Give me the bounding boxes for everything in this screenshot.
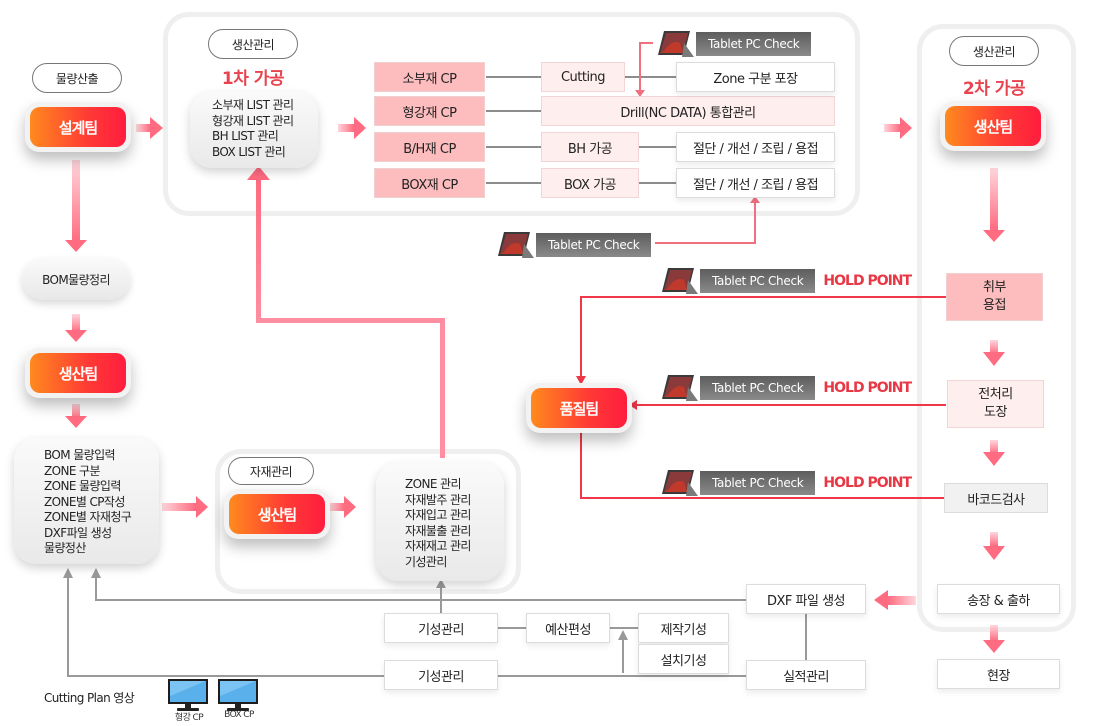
cp-small-parts[interactable]: 소부재 CP bbox=[374, 62, 485, 92]
task-item: ZONE 물량입력 bbox=[44, 479, 121, 493]
step-barcode-inspection[interactable]: 바코드검사 bbox=[944, 483, 1048, 513]
flow-arrow-stage1-to-stage2 bbox=[884, 117, 912, 139]
monitor-box[interactable]: BOX CP bbox=[216, 678, 262, 720]
task-item: 소부재 LIST 관리 bbox=[212, 98, 294, 112]
task-item: 자재발주 관리 bbox=[405, 492, 471, 507]
monitor-icon bbox=[216, 678, 260, 718]
material-tasks-node[interactable]: ZONE 관리 자재발주 관리 자재입고 관리 자재불출 관리 자재재고 관리 … bbox=[376, 463, 504, 581]
flow-arrow-bom-to-team bbox=[65, 314, 87, 342]
step-line: 취부 bbox=[983, 280, 1006, 295]
quantity-section-label: 물량산출 bbox=[32, 63, 122, 93]
monitor-icon bbox=[166, 678, 210, 718]
task-item: 기성관리 bbox=[405, 554, 447, 569]
cutting-plan-caption: Cutting Plan 영상 bbox=[44, 691, 135, 705]
process-bh[interactable]: BH 가공 bbox=[541, 132, 639, 162]
production-team-label: 생산팀 bbox=[30, 353, 126, 393]
cp-bh[interactable]: B/H재 CP bbox=[374, 132, 485, 162]
task-item: 자재재고 관리 bbox=[405, 539, 471, 553]
hold-point-label: HOLD POINT bbox=[823, 273, 912, 289]
tablet-check-label: Tablet PC Check bbox=[700, 269, 816, 293]
task-item: ZONE 관리 bbox=[405, 477, 462, 491]
flow-arrow-design-to-stage1 bbox=[136, 117, 163, 139]
flow-arrow-design-down bbox=[65, 160, 87, 252]
monitor-label: 형강 CP bbox=[174, 713, 204, 723]
performance-mgmt-node[interactable]: 실적관리 bbox=[746, 660, 866, 690]
design-team-label: 설계팀 bbox=[30, 107, 126, 147]
flow-arrow-tasks-to-material bbox=[162, 496, 208, 518]
tablet-icon bbox=[660, 266, 700, 296]
quality-team-node[interactable]: 품질팀 bbox=[526, 383, 632, 433]
result-bh-steps[interactable]: 절단 / 개선 / 조립 / 용접 bbox=[676, 132, 835, 162]
flow-arrow-team-to-tasks bbox=[65, 404, 87, 428]
dxf-generate-node[interactable]: DXF 파일 생성 bbox=[746, 584, 866, 614]
task-item: BOM 물량입력 bbox=[44, 448, 116, 462]
process-box[interactable]: BOX 가공 bbox=[541, 168, 639, 198]
installation-progress-node[interactable]: 설치기성 bbox=[638, 644, 729, 674]
step-line: 용접 bbox=[983, 298, 1006, 313]
tablet-check-label: Tablet PC Check bbox=[700, 471, 816, 495]
step-pretreat-paint[interactable]: 전처리 도장 bbox=[947, 380, 1044, 428]
tablet-icon bbox=[656, 29, 696, 59]
task-item: BH LIST 관리 bbox=[212, 129, 279, 143]
production-progress-node[interactable]: 제작기성 bbox=[638, 613, 729, 643]
task-item: 자재불출 관리 bbox=[405, 523, 471, 538]
progress-mgmt-node-2[interactable]: 기성관리 bbox=[384, 660, 498, 690]
tablet-check-label: Tablet PC Check bbox=[696, 32, 812, 56]
tablet-check-label: Tablet PC Check bbox=[536, 233, 652, 257]
result-zone-packing[interactable]: Zone 구분 포장 bbox=[676, 62, 835, 92]
quality-team-label: 품질팀 bbox=[531, 388, 627, 428]
task-item: 자재입고 관리 bbox=[405, 508, 471, 522]
stage2-section-label: 생산관리 bbox=[949, 36, 1039, 66]
stage1-heading: 1차 가공 bbox=[221, 69, 285, 89]
step-line: 도장 bbox=[984, 405, 1007, 420]
task-item: DXF파일 생성 bbox=[44, 525, 112, 540]
tablet-icon bbox=[496, 230, 536, 260]
hold-point-label: HOLD POINT bbox=[823, 380, 912, 396]
budget-node[interactable]: 예산편성 bbox=[526, 613, 610, 643]
quantity-tasks-node[interactable]: BOM 물량입력 ZONE 구분 ZONE 물량입력 ZONE별 CP작성 ZO… bbox=[14, 438, 159, 564]
task-item: 형강재 LIST 관리 bbox=[212, 113, 294, 128]
result-box-steps[interactable]: 절단 / 개선 / 조립 / 용접 bbox=[676, 168, 835, 198]
production-team-node-material[interactable]: 생산팀 bbox=[224, 489, 330, 539]
task-item: ZONE 구분 bbox=[44, 463, 101, 478]
site-node[interactable]: 현장 bbox=[937, 659, 1060, 689]
task-item: ZONE별 CP작성 bbox=[44, 494, 125, 509]
quality-check-2[interactable]: Tablet PC Check HOLD POINT bbox=[660, 373, 912, 403]
stage1-tasks-node[interactable]: 소부재 LIST 관리 형강재 LIST 관리 BH LIST 관리 BOX L… bbox=[190, 92, 318, 168]
tablet-check-bottom[interactable]: Tablet PC Check bbox=[496, 230, 652, 260]
tablet-icon bbox=[660, 373, 700, 403]
cp-box[interactable]: BOX재 CP bbox=[374, 168, 485, 198]
production-team-node-1[interactable]: 생산팀 bbox=[25, 348, 131, 398]
process-drill[interactable]: Drill(NC DATA) 통합관리 bbox=[541, 96, 835, 126]
tablet-check-top[interactable]: Tablet PC Check bbox=[656, 29, 812, 59]
monitor-label: BOX CP bbox=[224, 710, 254, 720]
tablet-icon bbox=[660, 468, 700, 498]
tablet-check-label: Tablet PC Check bbox=[700, 376, 816, 400]
flow-arrow-shipping-to-dxf bbox=[874, 590, 916, 610]
production-team-label: 생산팀 bbox=[945, 106, 1041, 146]
process-cutting[interactable]: Cutting bbox=[541, 62, 625, 92]
task-item: ZONE별 자재청구 bbox=[44, 510, 132, 524]
step-line: 전처리 bbox=[978, 387, 1013, 402]
task-item: BOX LIST 관리 bbox=[212, 144, 286, 159]
material-section-label: 자재관리 bbox=[228, 457, 314, 485]
cp-section-steel[interactable]: 형강재 CP bbox=[374, 96, 485, 126]
step-fitup-welding[interactable]: 취부 용접 bbox=[946, 273, 1043, 321]
task-item: 물량정산 bbox=[44, 541, 86, 555]
hold-point-label: HOLD POINT bbox=[823, 475, 912, 491]
monitor-section-steel[interactable]: 형강 CP bbox=[166, 678, 212, 723]
stage1-section-label: 생산관리 bbox=[208, 29, 298, 59]
quality-check-3[interactable]: Tablet PC Check HOLD POINT bbox=[660, 468, 912, 498]
stage2-heading: 2차 가공 bbox=[962, 79, 1026, 99]
quality-check-1[interactable]: Tablet PC Check HOLD POINT bbox=[660, 266, 912, 296]
production-team-node-stage2[interactable]: 생산팀 bbox=[940, 101, 1046, 151]
bom-cleanup-node[interactable]: BOM물량정리 bbox=[22, 258, 130, 300]
production-team-label: 생산팀 bbox=[229, 494, 325, 534]
design-team-node[interactable]: 설계팀 bbox=[25, 102, 131, 152]
step-invoice-shipping[interactable]: 송장 & 출하 bbox=[937, 584, 1060, 614]
progress-mgmt-node-1[interactable]: 기성관리 bbox=[384, 613, 498, 643]
